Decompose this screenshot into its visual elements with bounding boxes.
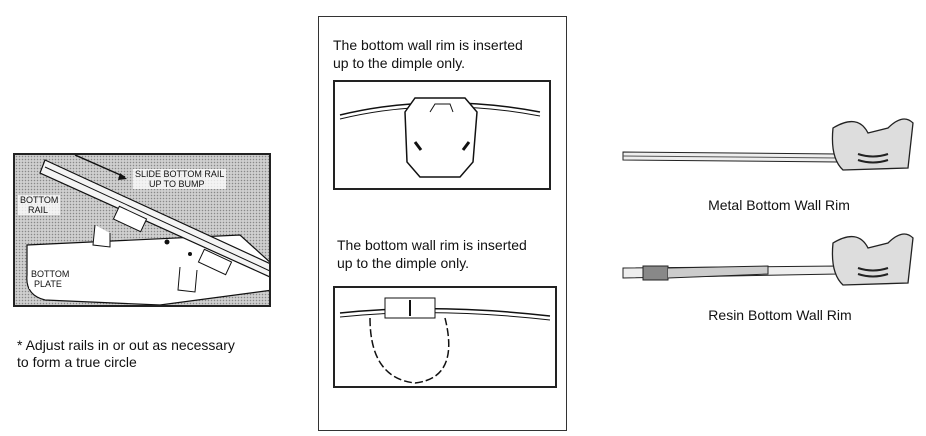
resin-rim-dimple-diagram <box>333 286 557 388</box>
text-line: up to the dimple only. <box>337 255 470 271</box>
text-line: The bottom wall rim is inserted <box>337 237 527 253</box>
text-line: up to the dimple only. <box>333 55 466 71</box>
metal-rim-dimple-diagram <box>333 80 551 190</box>
label-text: BOTTOM <box>31 269 70 279</box>
label-text: BOTTOM <box>20 195 59 205</box>
label-text: PLATE <box>34 279 62 289</box>
note-line: * Adjust rails in or out as necessary <box>17 337 235 353</box>
label-text: RAIL <box>28 205 49 215</box>
label-text: UP TO BUMP <box>149 179 205 189</box>
metal-bottom-wall-rim-illustration <box>622 118 914 171</box>
instruction-text-2: The bottom wall rim is inserted up to the… <box>337 236 527 272</box>
dimple-instructions-panel: The bottom wall rim is inserted up to the… <box>318 16 567 431</box>
note-line: to form a true circle <box>17 354 137 370</box>
dimple-drawing <box>339 297 551 384</box>
rail-plate-drawing <box>26 155 269 305</box>
metal-rim-label: Metal Bottom Wall Rim <box>708 197 850 213</box>
instruction-text-1: The bottom wall rim is inserted up to the… <box>333 36 523 72</box>
dimple-drawing <box>339 97 541 178</box>
label-text: SLIDE BOTTOM RAIL <box>135 169 225 179</box>
text-line: The bottom wall rim is inserted <box>333 37 523 53</box>
adjust-rails-note: * Adjust rails in or out as necessary to… <box>17 337 235 371</box>
resin-bottom-wall-rim-illustration <box>622 233 914 286</box>
resin-rim-label: Resin Bottom Wall Rim <box>708 307 852 323</box>
